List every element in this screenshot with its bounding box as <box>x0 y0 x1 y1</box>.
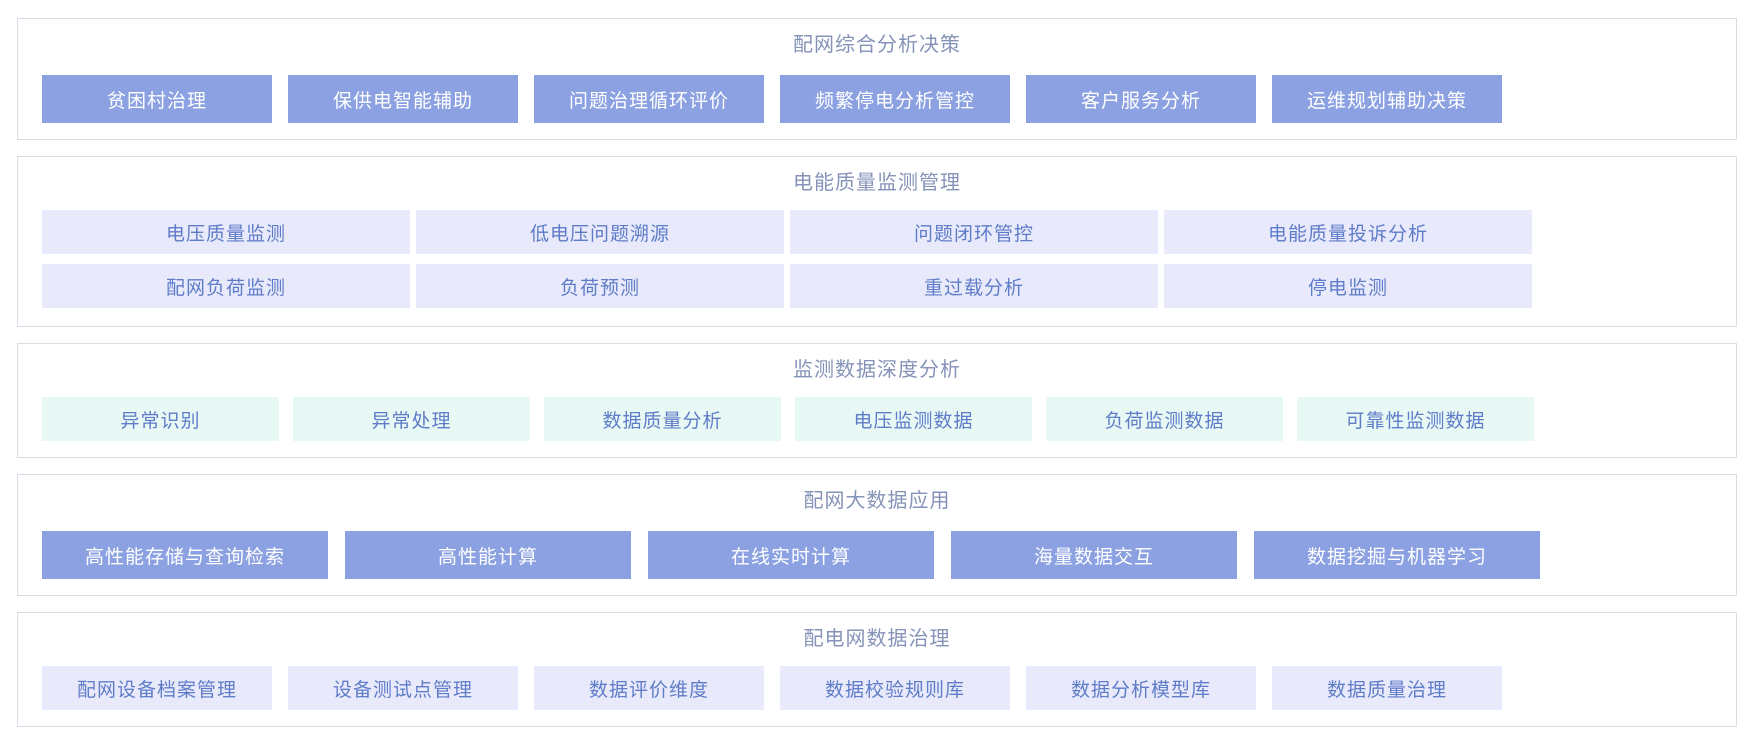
tile[interactable]: 配网设备档案管理 <box>42 666 272 710</box>
panel-power-quality-monitoring: 电能质量监测管理电压质量监测低电压问题溯源问题闭环管控电能质量投诉分析配网负荷监… <box>17 156 1737 327</box>
panel-data-governance: 配电网数据治理配网设备档案管理设备测试点管理数据评价维度数据校验规则库数据分析模… <box>17 612 1737 727</box>
panel-title-power-quality-monitoring: 电能质量监测管理 <box>793 172 961 194</box>
tile[interactable]: 数据质量治理 <box>1272 666 1502 710</box>
tile[interactable]: 电能质量投诉分析 <box>1164 210 1532 254</box>
tile[interactable]: 贫困村治理 <box>42 75 272 123</box>
tile[interactable]: 配网负荷监测 <box>42 264 410 308</box>
tile-row: 配网负荷监测负荷预测重过载分析停电监测 <box>42 264 1712 308</box>
panel-title-big-data-application: 配网大数据应用 <box>803 490 951 512</box>
panel-big-data-application: 配网大数据应用高性能存储与查询检索高性能计算在线实时计算海量数据交互数据挖掘与机… <box>17 474 1737 596</box>
tile[interactable]: 数据分析模型库 <box>1026 666 1256 710</box>
tile[interactable]: 数据评价维度 <box>534 666 764 710</box>
tile-row: 电压质量监测低电压问题溯源问题闭环管控电能质量投诉分析 <box>42 210 1712 254</box>
tile[interactable]: 数据校验规则库 <box>780 666 1010 710</box>
tile[interactable]: 电压监测数据 <box>795 397 1032 441</box>
tile[interactable]: 频繁停电分析管控 <box>780 75 1010 123</box>
panel-monitoring-data-analysis: 监测数据深度分析异常识别异常处理数据质量分析电压监测数据负荷监测数据可靠性监测数… <box>17 343 1737 458</box>
tile[interactable]: 保供电智能辅助 <box>288 75 518 123</box>
tile[interactable]: 异常处理 <box>293 397 530 441</box>
tile-row: 异常识别异常处理数据质量分析电压监测数据负荷监测数据可靠性监测数据 <box>42 397 1712 441</box>
tile[interactable]: 在线实时计算 <box>648 531 934 579</box>
tile[interactable]: 重过载分析 <box>790 264 1158 308</box>
tile[interactable]: 海量数据交互 <box>951 531 1237 579</box>
panel-title-data-governance: 配电网数据治理 <box>803 628 951 650</box>
panel-comprehensive-analysis: 配网综合分析决策贫困村治理保供电智能辅助问题治理循环评价频繁停电分析管控客户服务… <box>17 18 1737 140</box>
tile[interactable]: 数据挖掘与机器学习 <box>1254 531 1540 579</box>
tile[interactable]: 负荷监测数据 <box>1046 397 1283 441</box>
tile[interactable]: 设备测试点管理 <box>288 666 518 710</box>
panel-title-comprehensive-analysis: 配网综合分析决策 <box>793 34 961 56</box>
tile[interactable]: 停电监测 <box>1164 264 1532 308</box>
tile[interactable]: 客户服务分析 <box>1026 75 1256 123</box>
tile[interactable]: 电压质量监测 <box>42 210 410 254</box>
tile[interactable]: 运维规划辅助决策 <box>1272 75 1502 123</box>
panel-title-monitoring-data-analysis: 监测数据深度分析 <box>793 359 961 381</box>
tile[interactable]: 问题治理循环评价 <box>534 75 764 123</box>
tile[interactable]: 可靠性监测数据 <box>1297 397 1534 441</box>
tile[interactable]: 低电压问题溯源 <box>416 210 784 254</box>
tile[interactable]: 问题闭环管控 <box>790 210 1158 254</box>
tile[interactable]: 高性能计算 <box>345 531 631 579</box>
tile-row: 高性能存储与查询检索高性能计算在线实时计算海量数据交互数据挖掘与机器学习 <box>42 531 1712 579</box>
tile[interactable]: 负荷预测 <box>416 264 784 308</box>
tile-row: 贫困村治理保供电智能辅助问题治理循环评价频繁停电分析管控客户服务分析运维规划辅助… <box>42 75 1712 123</box>
tile[interactable]: 数据质量分析 <box>544 397 781 441</box>
tile-row: 配网设备档案管理设备测试点管理数据评价维度数据校验规则库数据分析模型库数据质量治… <box>42 666 1712 710</box>
tile[interactable]: 高性能存储与查询检索 <box>42 531 328 579</box>
tile[interactable]: 异常识别 <box>42 397 279 441</box>
